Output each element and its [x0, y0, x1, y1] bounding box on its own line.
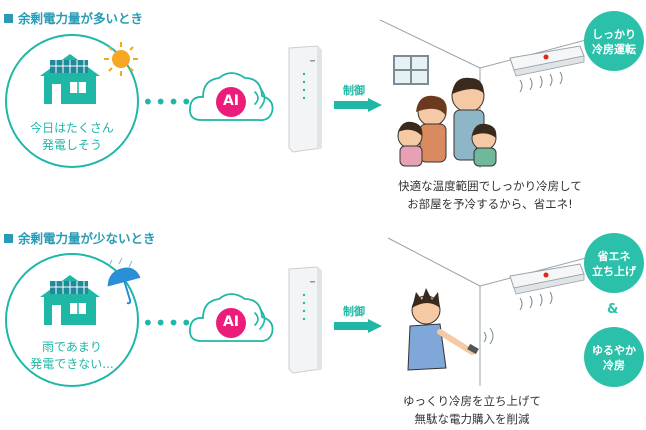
house-text-sunny: 今日はたくさん発電しそう: [30, 121, 114, 152]
router-icon: [288, 266, 322, 374]
control-label-bottom: 制御: [343, 305, 365, 318]
control-label-top: 制御: [343, 84, 365, 97]
ai-cloud-icon: [189, 72, 274, 121]
ai-label: AI: [222, 314, 240, 330]
section-title-high: 余剰電力量が多いとき: [4, 8, 143, 27]
sun-icon: [104, 42, 138, 76]
arrow-right-icon: [334, 98, 382, 112]
ai-cloud-icon: [189, 293, 274, 342]
caption-bottom: ゆっくり冷房を立ち上げて無駄な電力購入を削減: [403, 394, 541, 426]
house-text-rainy: 雨であまり発電できない...: [30, 340, 114, 371]
title-square-icon: [4, 14, 13, 23]
badge-gentle-cooling: ゆるやか冷房: [584, 327, 644, 387]
umbrella-icon: [107, 257, 141, 305]
badge-strong-cooling: しっかり冷房運転: [584, 11, 644, 71]
family-room-illustration: [379, 19, 606, 168]
man-remote-illustration: [387, 237, 606, 386]
caption-top: 快適な温度範囲でしっかり冷房してお部屋を予冷するから、省エネ!: [398, 179, 582, 211]
section-title-low: 余剰電力量が少ないとき: [4, 228, 156, 247]
house-icon: [40, 275, 100, 325]
ampersand: &: [607, 302, 619, 317]
air-conditioner-icon: [509, 45, 585, 93]
arrow-right-icon: [334, 319, 382, 333]
router-icon: [288, 45, 322, 153]
house-icon: [40, 54, 100, 104]
ai-label: AI: [222, 93, 240, 109]
air-conditioner-icon: [509, 263, 585, 311]
badge-eco-startup: 省エネ立ち上げ: [584, 233, 644, 293]
title-square-icon: [4, 234, 13, 243]
